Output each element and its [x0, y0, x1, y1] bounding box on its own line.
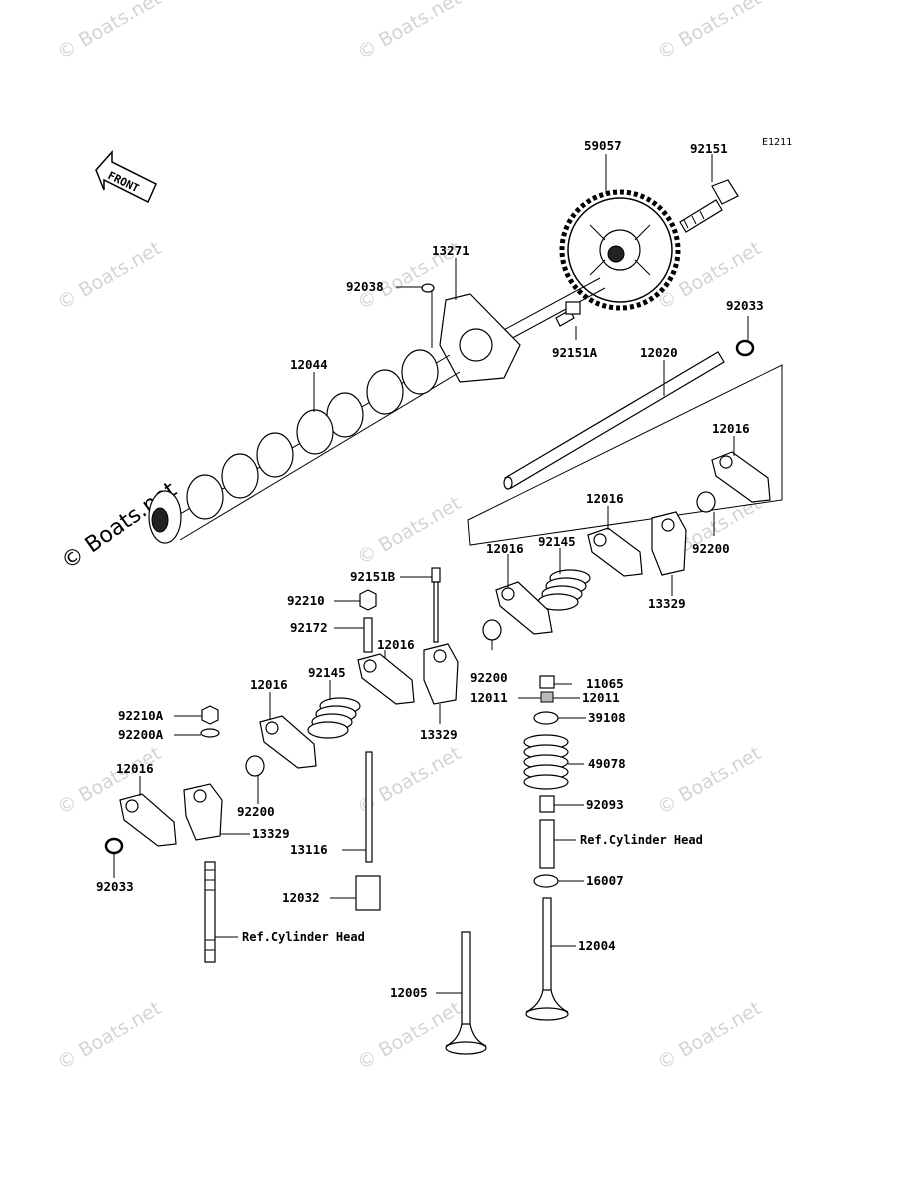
part-label: 13329	[252, 826, 290, 841]
diagram-code: E1211	[762, 137, 792, 148]
washer	[482, 619, 502, 641]
part-label: 13116	[290, 842, 328, 857]
rocker-arm	[119, 793, 177, 847]
spring-retainer	[533, 711, 559, 725]
circlip-top	[735, 339, 755, 357]
part-label: 92151B	[350, 569, 396, 584]
part-label: 59057	[584, 138, 622, 153]
part-label: 92033	[726, 298, 764, 313]
plate-bolt	[555, 301, 581, 327]
part-label: 12016	[250, 677, 288, 692]
ref-label: Ref.Cylinder Head	[580, 833, 703, 847]
watermark: © Boats.net	[654, 0, 765, 64]
woodruff-key	[421, 283, 435, 293]
part-label: 92151	[690, 141, 728, 156]
watermark: © Boats.net	[354, 492, 465, 569]
rocker-arm	[587, 527, 643, 577]
part-label: 92145	[538, 534, 576, 549]
washer	[696, 491, 716, 513]
part-label: 11065	[586, 676, 624, 691]
part-label: 12016	[486, 541, 524, 556]
cam-gear	[559, 189, 681, 311]
part-label: 13329	[420, 727, 458, 742]
part-label: 92038	[346, 279, 384, 294]
part-label: 12011	[470, 690, 508, 705]
rocker-arm	[259, 715, 317, 769]
part-label: 92200A	[118, 727, 164, 742]
rocker-holder	[183, 783, 223, 841]
spring	[307, 697, 361, 739]
watermark: © Boats.net	[354, 997, 465, 1074]
part-label: 92151A	[552, 345, 598, 360]
tappet	[355, 875, 381, 911]
intake-valve	[445, 931, 487, 1055]
part-label: 13271	[432, 243, 470, 258]
part-label: 12044	[290, 357, 328, 372]
adjust-screw	[363, 617, 373, 653]
part-label: 12032	[282, 890, 320, 905]
part-label: 92033	[96, 879, 134, 894]
part-label: 92200	[692, 541, 730, 556]
valve-guide	[539, 819, 555, 869]
rocker-holder	[423, 643, 459, 705]
camshaft	[148, 349, 461, 544]
valve-spring	[523, 734, 569, 790]
rocker-arm	[711, 451, 771, 503]
part-label: 92200	[470, 670, 508, 685]
part-label: 92145	[308, 665, 346, 680]
rocker-holder	[651, 511, 687, 576]
leader-lines	[113, 154, 749, 994]
rocker-shaft	[503, 351, 725, 490]
part-label: 12016	[586, 491, 624, 506]
valve-cap	[539, 675, 555, 689]
watermark: © Boats.net	[54, 0, 165, 64]
front-arrow-icon: FRONT	[95, 150, 157, 204]
exhaust-valve	[525, 897, 569, 1021]
rocker-arm	[495, 581, 553, 635]
part-label: 12011	[582, 690, 620, 705]
watermark: © Boats.net	[54, 997, 165, 1074]
gear-bolt	[679, 179, 739, 233]
part-label: 12020	[640, 345, 678, 360]
watermark: © Boats.net	[54, 237, 165, 314]
part-label: 92210	[287, 593, 325, 608]
part-label: 12005	[390, 985, 428, 1000]
thrust-plate	[439, 293, 521, 383]
washer	[245, 755, 265, 777]
holder-washer	[200, 728, 220, 738]
part-label: 12016	[712, 421, 750, 436]
part-label: 12016	[377, 637, 415, 652]
holder-bolt	[431, 567, 441, 643]
part-label: 12016	[116, 761, 154, 776]
part-label: 49078	[588, 756, 626, 771]
collet	[540, 691, 554, 703]
spring	[537, 569, 591, 611]
watermark: © Boats.net	[654, 997, 765, 1074]
part-label: 13329	[648, 596, 686, 611]
holder-nut	[201, 705, 219, 725]
part-label: 92093	[586, 797, 624, 812]
push-rod	[365, 751, 373, 863]
part-label: 12004	[578, 938, 616, 953]
watermark: © Boats.net	[654, 742, 765, 819]
spring-seat	[533, 874, 559, 888]
stem-seal	[539, 795, 555, 813]
part-label: 92200	[237, 804, 275, 819]
part-labels: 59057 92151 13271 92038 92151A 92033 120…	[96, 138, 764, 1000]
watermark: © Boats.net	[354, 0, 465, 64]
ref-label: Ref.Cylinder Head	[242, 930, 365, 944]
part-label: 92210A	[118, 708, 164, 723]
adjust-nut	[359, 589, 377, 611]
part-label: 92172	[290, 620, 328, 635]
circlip-bottom	[104, 837, 124, 855]
stud-bolt	[204, 861, 216, 963]
part-label: 39108	[588, 710, 626, 725]
part-label: 16007	[586, 873, 624, 888]
rocker-arm	[357, 653, 415, 705]
